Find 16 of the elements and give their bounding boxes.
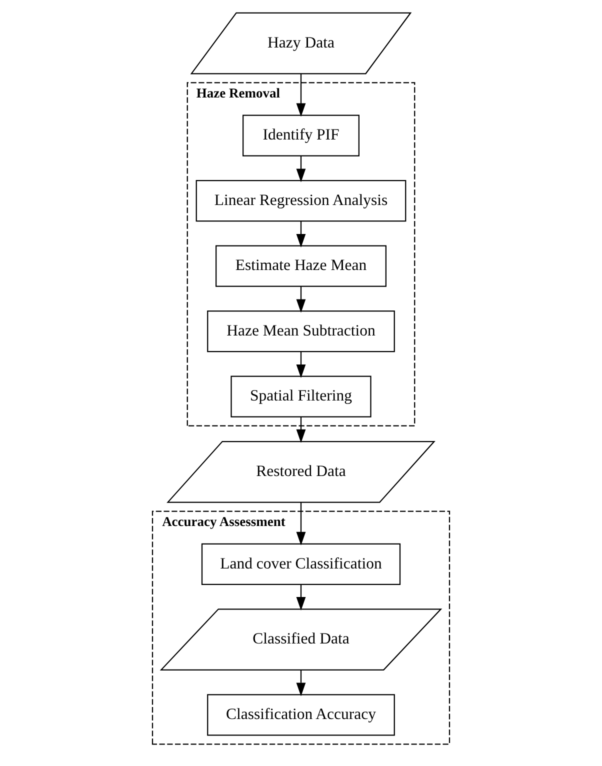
node-box: Identify PIF	[242, 114, 360, 156]
arrow	[296, 502, 306, 546]
arrow	[296, 416, 306, 443]
node-box: Spatial Filtering	[230, 376, 372, 418]
arrow	[296, 221, 306, 248]
arrow	[296, 286, 306, 313]
arrow	[296, 352, 306, 378]
node-box: Estimate Haze Mean	[216, 245, 386, 287]
arrow	[296, 584, 306, 611]
node-box: Haze Mean Subtraction	[207, 310, 395, 352]
node-box: Land cover Classification	[201, 543, 401, 585]
arrow	[296, 670, 306, 696]
arrow	[296, 74, 306, 117]
node-box: Linear Regression Analysis	[196, 180, 406, 222]
arrow	[296, 156, 306, 182]
node-box: Classification Accuracy	[207, 694, 395, 736]
